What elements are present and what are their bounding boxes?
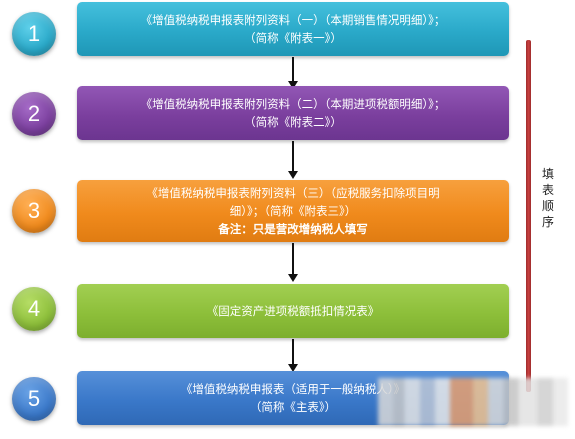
step-box-2: 《增值税纳税申报表附列资料（二）（本期进项税额明细）》； （简称《附表二》）: [77, 86, 509, 140]
arrow-4-to-5: [288, 339, 298, 372]
step-4-line-1: 《固定资产进项税额抵扣情况表》: [206, 304, 380, 318]
step-1-line-1: 《增值税纳税申报表附列资料（一）（本期销售情况明细）》；: [140, 13, 446, 27]
step-2-line-1: 《增值税纳税申报表附列资料（二）（本期进项税额明细）》；: [140, 97, 446, 111]
step-1-line-2: （简称《附表一》）: [244, 31, 342, 45]
step-5-line-1: 《增值税纳税申报表（适用于一般纳税人）》: [180, 382, 406, 396]
arrow-3-to-4: [288, 243, 298, 282]
step-3-line-2: 细）》；（简称《附表三》）: [229, 204, 357, 218]
step-number-3: 3: [12, 189, 56, 233]
blurred-watermark: [378, 378, 568, 426]
step-box-4: 《固定资产进项税额抵扣情况表》: [77, 284, 509, 338]
step-box-1: 《增值税纳税申报表附列资料（一）（本期销售情况明细）》； （简称《附表一》）: [77, 2, 509, 56]
arrow-1-to-2: [288, 57, 298, 89]
step-5-line-2: （简称《主表》）: [249, 400, 337, 414]
step-2-line-2: （简称《附表二》）: [244, 115, 342, 129]
step-number-2: 2: [12, 92, 56, 136]
step-3-line-1: 《增值税纳税申报表附列资料（三）（应税服务扣除项目明: [146, 186, 440, 200]
fill-order-bar: [526, 40, 531, 392]
step-box-3: 《增值税纳税申报表附列资料（三）（应税服务扣除项目明 细）》；（简称《附表三》）…: [77, 180, 509, 242]
step-3-note: 备注：只是营改增纳税人填写: [218, 222, 368, 236]
step-number-4: 4: [12, 287, 56, 331]
fill-order-label: 填表顺序: [541, 167, 554, 229]
step-number-1: 1: [12, 12, 56, 56]
step-number-5: 5: [12, 377, 56, 421]
arrow-2-to-3: [288, 141, 298, 179]
